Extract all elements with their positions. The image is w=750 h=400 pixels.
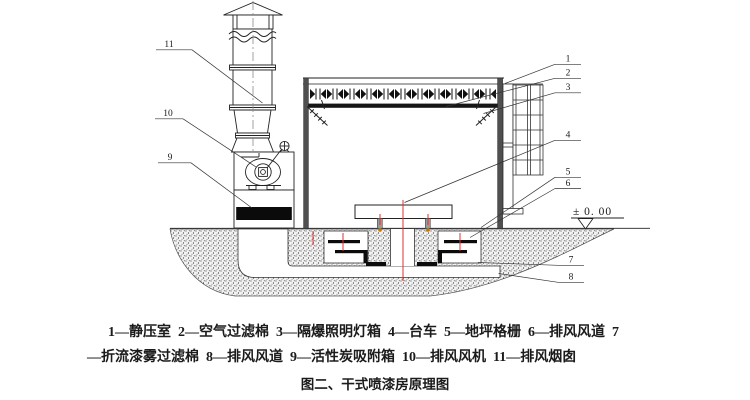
work-trolley [354, 200, 453, 281]
callout-label: 10 [163, 109, 173, 119]
underground-exhaust-duct [237, 228, 501, 278]
callouts: 11 10 9 1 2 3 4 5 [155, 40, 584, 283]
callout-6: 6 [469, 179, 581, 238]
callout-label: 8 [569, 273, 574, 283]
booth-right-wall [497, 77, 503, 229]
callout-8: 8 [498, 273, 584, 283]
rail-contact-left [378, 228, 382, 232]
callout-label: 7 [569, 256, 574, 266]
callout-3: 3 [483, 83, 581, 114]
caption-line-1: 1—静压室 2—空气过滤棉 3—隔爆照明灯箱 4—台车 5—地坪格栅 6—排风风… [108, 325, 619, 340]
carbon-media [236, 207, 292, 220]
ceiling-air-filter [309, 88, 497, 100]
callout-label: 9 [168, 153, 173, 163]
caption-line-2: —折流漆雾过滤棉 8—排风风道 9—活性炭吸附箱 10—排风风机 11—排风烟囱 [87, 350, 577, 365]
break-line [228, 31, 277, 37]
rail-contact-right [426, 228, 430, 232]
callout-label: 5 [566, 168, 571, 178]
callout-5: 5 [480, 168, 581, 228]
level-datum: ± 0. 00 [571, 206, 624, 230]
callout-10: 10 [155, 109, 257, 168]
wall-grid-panel [512, 84, 544, 176]
callout-4: 4 [404, 131, 581, 203]
callout-label: 2 [566, 69, 571, 79]
callout-1: 1 [504, 55, 581, 84]
exhaust-fan [233, 140, 295, 191]
callout-label: 1 [566, 55, 571, 65]
callout-7: 7 [477, 256, 584, 266]
lamp-box-right [475, 106, 497, 126]
callout-9: 9 [158, 153, 253, 209]
callout-label: 11 [164, 40, 173, 50]
callout-11: 11 [156, 40, 263, 104]
pit-centerlines [312, 231, 461, 251]
callout-label: 4 [566, 131, 571, 141]
datum-label: ± 0. 00 [573, 206, 612, 218]
ground-section [169, 227, 650, 297]
filter-frame-bar [304, 103, 498, 108]
lamp-box-left [306, 106, 328, 126]
pit-pocket-left [323, 230, 369, 264]
callout-label: 6 [566, 179, 571, 189]
callout-label: 3 [566, 83, 571, 93]
figure-title: 图二、干式喷漆房原理图 [300, 377, 450, 392]
callout-2: 2 [445, 69, 581, 107]
datum-triangle-icon [577, 218, 594, 230]
booth-left-wall [303, 77, 309, 229]
activated-carbon-box [233, 189, 295, 229]
exhaust-chimney [223, 1, 283, 153]
spray-booth-room [303, 77, 544, 229]
